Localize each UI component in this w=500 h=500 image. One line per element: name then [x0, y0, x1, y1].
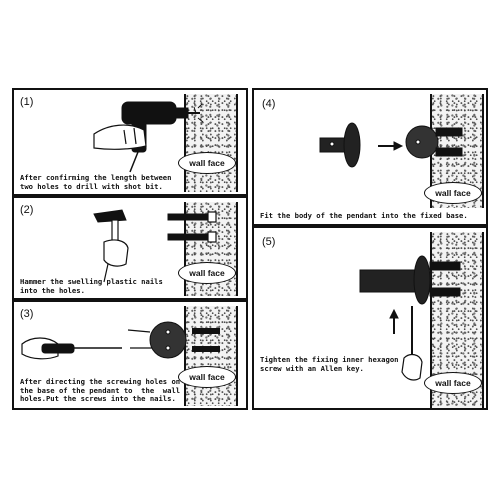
arrow-right-icon [378, 141, 404, 151]
pendant-base-icon [149, 321, 187, 359]
step-1-number: (1) [20, 96, 34, 108]
allen-key-illustration [359, 255, 461, 381]
wall-3 [184, 306, 238, 406]
step-2-number: (2) [20, 204, 34, 216]
wall-1 [184, 94, 238, 192]
screw-icon [127, 329, 152, 349]
hand-icon [93, 124, 147, 150]
screwdriver-icon [41, 343, 122, 354]
step-3-caption: After directing the screwing holes on th… [20, 377, 181, 404]
wall-2-label: wall face [178, 262, 236, 284]
pendant-body-icon [319, 122, 361, 168]
screwdriver-illustration [21, 321, 220, 360]
hand-icon [103, 239, 129, 283]
step-2-panel: (2) wall face Hammer the swelling plasti… [12, 196, 248, 300]
step-4-caption: Fit the body of the pendant into the fix… [260, 211, 468, 220]
wall-5-label: wall face [424, 372, 482, 394]
wall-4-label: wall face [424, 182, 482, 204]
pendant-fit-illustration [319, 122, 463, 168]
step-3-number: (3) [20, 308, 34, 320]
step-5-panel: (5) wall face Tighten the fixing inner h… [252, 226, 488, 410]
step-5-number: (5) [262, 236, 276, 248]
fixed-base-icon [405, 125, 463, 159]
step-3-panel: (3) wall face After directing the screwi… [12, 300, 248, 410]
wall-1-label: wall face [178, 152, 236, 174]
hand-icon [21, 337, 59, 360]
step-1-caption: After confirming the length between two … [20, 173, 172, 191]
drill-dust-icon [193, 103, 204, 123]
step-5-caption: Tighten the fixing inner hexagon screw w… [260, 355, 399, 373]
wall-plug-icon [192, 328, 220, 352]
hand-icon [401, 353, 423, 381]
hammer-illustration [93, 209, 217, 283]
wall-3-label: wall face [178, 366, 236, 388]
step-1-panel: (1) wall face After confirming the lengt… [12, 88, 248, 196]
pendant-body-icon [359, 255, 461, 305]
step-4-number: (4) [262, 98, 276, 110]
arrow-up-icon [389, 308, 399, 334]
step-4-panel: (4) wall face Fit the body of the pendan… [252, 88, 488, 226]
wall-plug-icon [167, 211, 217, 243]
step-2-caption: Hammer the swelling plastic nails into t… [20, 277, 163, 295]
drill-illustration [93, 101, 204, 173]
